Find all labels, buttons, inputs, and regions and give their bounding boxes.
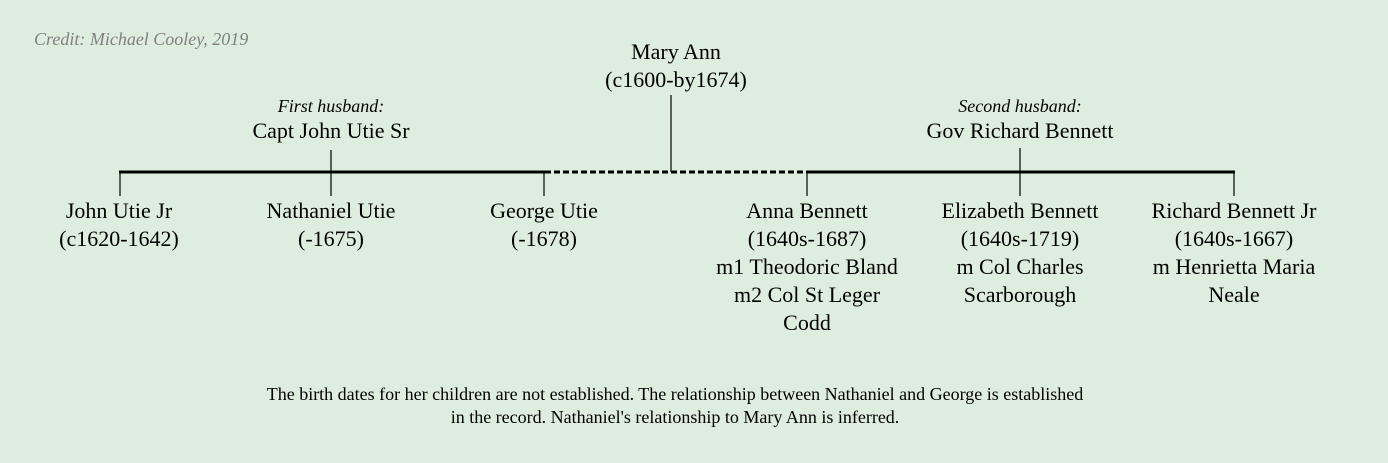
child-line: (-1678) — [511, 226, 577, 251]
child-line: Scarborough — [963, 282, 1077, 307]
child-line: (-1675) — [298, 226, 364, 251]
husband-name: Gov Richard Bennett — [926, 118, 1114, 143]
child-line: Richard Bennett Jr — [1151, 198, 1317, 223]
child-nathaniel-utie: Nathaniel Utie (-1675) — [267, 197, 396, 253]
child-line: Codd — [783, 310, 831, 335]
footnote: The birth dates for her children are not… — [266, 384, 1084, 427]
child-line: John Utie Jr — [65, 198, 173, 223]
root-dates: (c1600-by1674) — [605, 67, 747, 92]
child-elizabeth-bennett: Elizabeth Bennett (1640s-1719) m Col Cha… — [942, 197, 1099, 309]
child-line: m2 Col St Leger — [733, 282, 881, 307]
child-line: Neale — [1208, 282, 1260, 307]
credit-text: Credit: Michael Cooley, 2019 — [34, 29, 249, 49]
second-husband: Second husband: Gov Richard Bennett — [927, 95, 1114, 145]
child-richard-bennett-jr: Richard Bennett Jr (1640s-1667) m Henrie… — [1152, 197, 1317, 309]
child-line: (1640s-1667) — [1174, 226, 1294, 251]
husband-label: Second husband: — [958, 96, 1082, 116]
child-line: Nathaniel Utie — [266, 198, 396, 223]
first-husband: First husband: Capt John Utie Sr — [252, 95, 409, 145]
root-name: Mary Ann — [631, 39, 721, 64]
husband-label: First husband: — [277, 96, 385, 116]
child-anna-bennett: Anna Bennett (1640s-1687) m1 Theodoric B… — [716, 197, 898, 337]
child-line: (1640s-1687) — [747, 226, 867, 251]
child-line: m Henrietta Maria — [1152, 254, 1316, 279]
child-line: m1 Theodoric Bland — [716, 254, 898, 279]
child-line: m Col Charles — [956, 254, 1084, 279]
child-george-utie: George Utie (-1678) — [490, 197, 598, 253]
root-person: Mary Ann (c1600-by1674) — [605, 38, 747, 94]
husband-name: Capt John Utie Sr — [252, 118, 410, 143]
child-line: (1640s-1719) — [960, 226, 1080, 251]
child-john-utie-jr: John Utie Jr (c1620-1642) — [59, 197, 179, 253]
child-line: George Utie — [490, 198, 598, 223]
child-line: Anna Bennett — [746, 198, 868, 223]
child-line: Elizabeth Bennett — [941, 198, 1099, 223]
child-line: (c1620-1642) — [59, 226, 179, 251]
